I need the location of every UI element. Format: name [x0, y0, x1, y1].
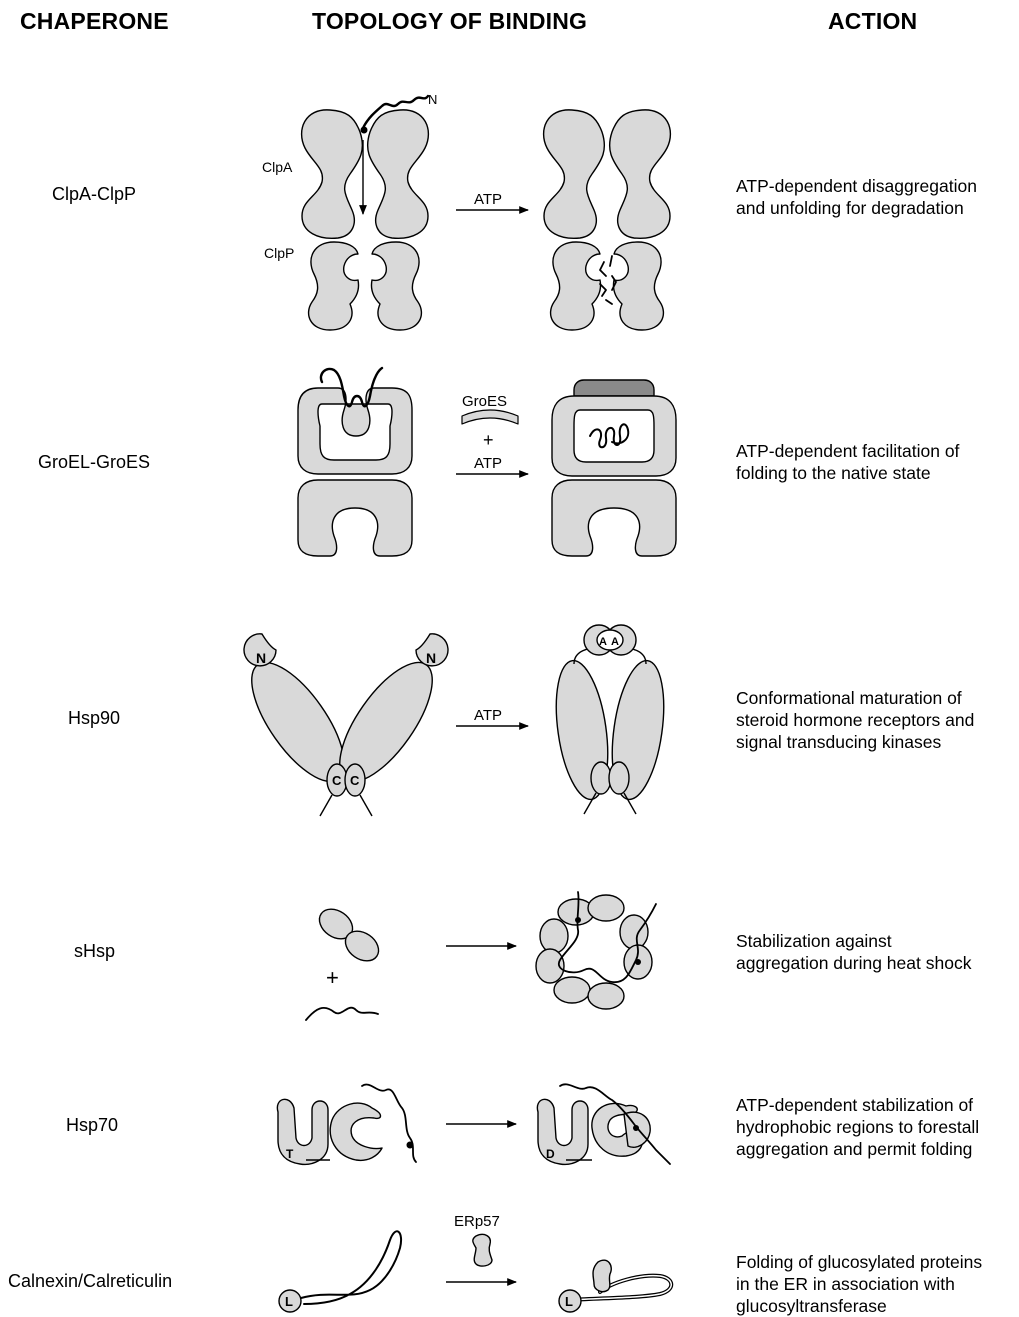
tail-left — [320, 795, 332, 816]
clpp-right-subunit — [613, 242, 663, 330]
n-terminus-label: N — [428, 92, 437, 107]
shsp-subunit — [588, 895, 624, 921]
hydrophobic-region — [407, 1142, 414, 1149]
groes-lid-icon — [462, 410, 518, 424]
a-label-left: A — [599, 636, 607, 648]
c-domain-right — [609, 762, 629, 794]
binding-site — [575, 917, 581, 923]
clpp-left-subunit — [309, 242, 359, 330]
clpp-left-subunit — [551, 242, 601, 330]
hsp90-open-diagram: N N C C — [235, 634, 449, 816]
shsp-complex-diagram — [536, 892, 656, 1009]
shsp-subunit — [620, 915, 648, 949]
groel-groes-arrow: GroES + ATP — [456, 393, 528, 474]
groel-unbound-diagram — [298, 368, 412, 556]
lectin-label: L — [285, 1294, 293, 1309]
clpa-clpp-arrow: ATP — [456, 191, 528, 210]
groel-cis-ring — [298, 388, 412, 474]
adp-state-label: D — [546, 1147, 555, 1161]
groel-trans-ring — [552, 480, 676, 556]
calnexin-arrow: ERp57 — [446, 1213, 516, 1282]
erp57-icon — [473, 1234, 492, 1266]
lectin-label: L — [565, 1294, 573, 1309]
c-label-left: C — [332, 773, 342, 788]
groes-label: GroES — [462, 393, 507, 410]
clpa-left-subunit — [302, 110, 363, 238]
atp-state-label: T — [286, 1147, 294, 1161]
groel-groes-bound-diagram — [552, 380, 676, 556]
groel-trans-ring — [298, 480, 412, 556]
plus-label: + — [483, 430, 494, 450]
clpa-clpp-bound-diagram — [544, 110, 671, 330]
hsp70-nbd — [537, 1099, 588, 1164]
calnexin-bound-diagram: L — [559, 1260, 671, 1312]
clpa-right-subunit — [610, 110, 671, 238]
clpa-left-subunit — [544, 110, 605, 238]
atp-label: ATP — [474, 455, 502, 472]
a-label-right: A — [611, 636, 619, 648]
hsp70-bound-diagram: D — [537, 1084, 670, 1164]
hydrophobic-region — [633, 1125, 639, 1131]
clpa-clpp-unbound-diagram: ClpA ClpP N — [262, 92, 437, 330]
shsp-subunit — [554, 977, 590, 1003]
shsp-subunit — [588, 983, 624, 1009]
unfolded-substrate — [306, 1008, 378, 1020]
n-label-left: N — [256, 650, 266, 666]
c-label-right: C — [350, 773, 360, 788]
n-label-right: N — [426, 650, 436, 666]
hsp90-arrow: ATP — [456, 707, 528, 726]
clpa-label: ClpA — [262, 159, 293, 175]
tail-right — [360, 795, 372, 816]
degraded-peptides — [600, 256, 616, 304]
clpa-right-subunit — [368, 110, 429, 238]
clpp-right-subunit — [371, 242, 421, 330]
p-domain-arm — [301, 1231, 401, 1304]
c-domain-left — [591, 762, 611, 794]
hsp70-nbd — [277, 1099, 328, 1164]
erp57-bound — [593, 1260, 611, 1291]
hsp70-unbound-diagram: T — [277, 1084, 416, 1164]
p-domain-arm — [572, 1276, 671, 1300]
hsp90-closed-diagram: A A — [548, 625, 671, 814]
atp-label: ATP — [474, 191, 502, 208]
groes-lid — [574, 380, 654, 396]
calnexin-unbound-diagram: L — [279, 1231, 401, 1312]
shsp-unbound-diagram: + — [306, 903, 384, 1020]
hsp70-sbd — [330, 1103, 382, 1160]
folding-substrate — [590, 424, 628, 447]
erp57-label: ERp57 — [454, 1213, 500, 1230]
clpp-label: ClpP — [264, 245, 294, 261]
plus-label: + — [326, 965, 339, 990]
binding-site — [635, 959, 641, 965]
shsp-subunit — [540, 919, 568, 953]
atp-label: ATP — [474, 707, 502, 724]
